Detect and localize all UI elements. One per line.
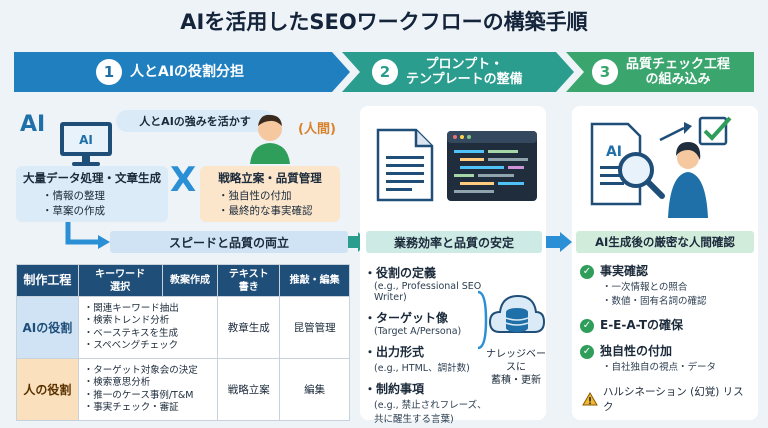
step-3-label-line2: の組み込み [645, 72, 711, 87]
table-header: 教案作成 [161, 264, 219, 297]
human-role-box: 戦略立案・品質管理 ・独自性の付加 ・最終的な事実確認 [200, 166, 340, 222]
prompt-item-sub: (e.g., Professional SEO Writer) [374, 281, 482, 303]
table-cell: 教章生成 [217, 296, 281, 359]
prompt-item-sub: (e.g., HTML、調計数) [374, 363, 470, 374]
ai-role-heading: 大量データ処理・文章生成 [23, 171, 161, 185]
check-icon: ✓ [580, 264, 594, 279]
check-item: ✓ 独自性の付加 [580, 342, 754, 359]
col1-banner: スピードと品質の両立 [110, 231, 348, 253]
step-2-number: 2 [372, 59, 398, 85]
list-item: ・検索意思分析 [83, 377, 151, 388]
warning-icon [582, 392, 598, 406]
human-heading: (人間) [298, 122, 336, 137]
list-item: ・ベーステキスを生成 [83, 327, 179, 339]
warning-text: ハルシネーション (幻覚) リスク [603, 386, 744, 413]
code-editor-icon [447, 131, 537, 201]
check-sub: ・数値・固有名詞の確認 [602, 296, 707, 307]
human-role-item: ・最終的な事実確認 [218, 205, 313, 217]
step-1: 1 人とAIの役割分担 [96, 52, 244, 92]
human-role-list: ・ターゲット対象会の決定 ・検索意思分析 ・推一のケース事例/T&M ・事実チェ… [77, 358, 219, 421]
monitor-text: AI [79, 133, 93, 147]
ai-role-box: 大量データ処理・文章生成 ・情報の整理 ・草案の作成 [16, 166, 168, 222]
strength-pill: 人とAIの強みを活かす [116, 110, 274, 132]
step-3-label-line1: 品質チェック工程 [626, 57, 731, 72]
step-2: 2 プロンプト・ テンプレートの整備 [372, 52, 523, 92]
step-2-label-line1: プロンプト・ [425, 57, 504, 72]
list-item: ・検索トレンド分析 [83, 315, 170, 326]
check-icon: ✓ [580, 318, 594, 333]
check-item-label: E-E-A-Tの確保 [600, 318, 684, 332]
check-item-label: 事実確認 [600, 264, 649, 278]
ai-role-list: ・関連キーワード抽出 ・検索トレンド分析 ・ベーステキスを生成 ・スペベングチェ… [77, 296, 219, 359]
step-3-label: 品質チェック工程 の組み込み [626, 57, 730, 87]
person-icon [250, 114, 290, 164]
doc-text: AI [606, 144, 622, 160]
prompt-item-heading: ・ターゲット像 [364, 311, 449, 325]
list-item: ・スペベングチェック [83, 340, 179, 351]
page-title: AIを活用したSEOワークフローの構築手順 [180, 10, 588, 34]
check-sub: ・自社独自の視点・データ [602, 362, 717, 373]
prompt-item-sub: (e.g., 禁止されフレーズ、 [374, 400, 487, 411]
step-3-number: 3 [592, 59, 618, 85]
ai-role-item: ・情報の整理 [42, 190, 105, 202]
down-right-arrow [65, 222, 110, 249]
prompt-item-heading: ・役割の定義 [364, 266, 437, 280]
role-table: 制作工程 キーワード選択 教案作成 テキスト書き 推敲・編集 AIの役割 ・関連… [16, 264, 350, 421]
table-cell: 戦略立案 [217, 358, 281, 421]
prompt-item-heading: ・出力形式 [364, 345, 425, 359]
step-1-number: 1 [96, 59, 122, 85]
step-3: 3 品質チェック工程 の組み込み [592, 52, 730, 92]
list-item: ・事実チェック・審証 [83, 402, 179, 413]
table-cell: 編集 [279, 358, 350, 421]
bracket-arrow [477, 290, 488, 350]
col3-banner: AI生成後の厳密な人間確認 [576, 231, 754, 253]
table-header: キーワード選択 [77, 264, 163, 297]
step-2-label-line2: テンプレートの整備 [406, 72, 523, 87]
table-cell: 昆管管理 [279, 296, 350, 359]
list-item: ・ターゲット対象会の決定 [83, 364, 198, 376]
human-role-item: ・独自性の付加 [218, 190, 292, 202]
kb-line2: 蓄積・更新 [491, 375, 541, 386]
step-1-label: 人とAIの役割分担 [130, 63, 245, 80]
check-item-label: 独自性の付加 [600, 344, 673, 358]
prompt-item-sub: (Target A/Persona) [374, 326, 462, 337]
prompt-items: ・役割の定義 (e.g., Professional SEO Writer) ・… [364, 264, 514, 425]
kb-line1: ナレッジベースに [486, 349, 546, 373]
row-label-human: 人の役割 [16, 358, 79, 421]
checkbox-icon [698, 116, 728, 146]
list-item: ・関連キーワード抽出 [83, 302, 179, 314]
check-item: ✓ 事実確認 [580, 262, 754, 279]
document-icon [376, 128, 434, 202]
x-mark: X [170, 160, 197, 200]
table-header: 制作工程 [16, 264, 79, 297]
human-role-heading: 戦略立案・品質管理 [218, 171, 322, 185]
prompt-item-sub: 共に醒生する言葉) [374, 414, 454, 425]
ai-role-item: ・草案の作成 [42, 205, 105, 217]
knowledge-base-label: ナレッジベースに 蓄積・更新 [484, 348, 548, 387]
col2-banner: 業務効率と品質の安定 [366, 231, 542, 253]
knowledge-base-icon [488, 294, 546, 333]
check-sub: ・一次情報との照合 [602, 282, 688, 293]
table-row: AIの役割 ・関連キーワード抽出 ・検索トレンド分析 ・ベーステキスを生成 ・ス… [16, 296, 350, 359]
review-illustration: AI [590, 116, 732, 218]
check-icon: ✓ [580, 344, 594, 359]
table-row: 人の役割 ・ターゲット対象会の決定 ・検索意思分析 ・推一のケース事例/T&M … [16, 358, 350, 421]
magnifier-icon [618, 152, 654, 188]
check-item: ✓ E-E-A-Tの確保 [580, 316, 754, 333]
table-header: 推敲・編集 [279, 264, 350, 297]
arrow-col2-col3 [546, 232, 572, 252]
step-2-arrow [342, 52, 574, 92]
warning-row: ハルシネーション (幻覚) リスク [582, 384, 754, 414]
table-header: テキスト書き [217, 264, 281, 297]
reviewer-icon [677, 147, 699, 169]
check-list: ✓事実確認 ・一次情報との照合 ・数値・固有名詞の確認 ✓E-E-A-Tの確保 … [580, 262, 754, 373]
prompt-item-heading: ・制約事項 [364, 382, 425, 396]
monitor-icon: AI [60, 122, 112, 166]
list-item: ・推一のケース事例/T&M [83, 389, 194, 401]
step-2-label: プロンプト・ テンプレートの整備 [406, 57, 523, 87]
step-1-arrow [14, 52, 350, 92]
ai-heading: AI [20, 112, 46, 137]
row-label-ai: AIの役割 [16, 296, 79, 359]
